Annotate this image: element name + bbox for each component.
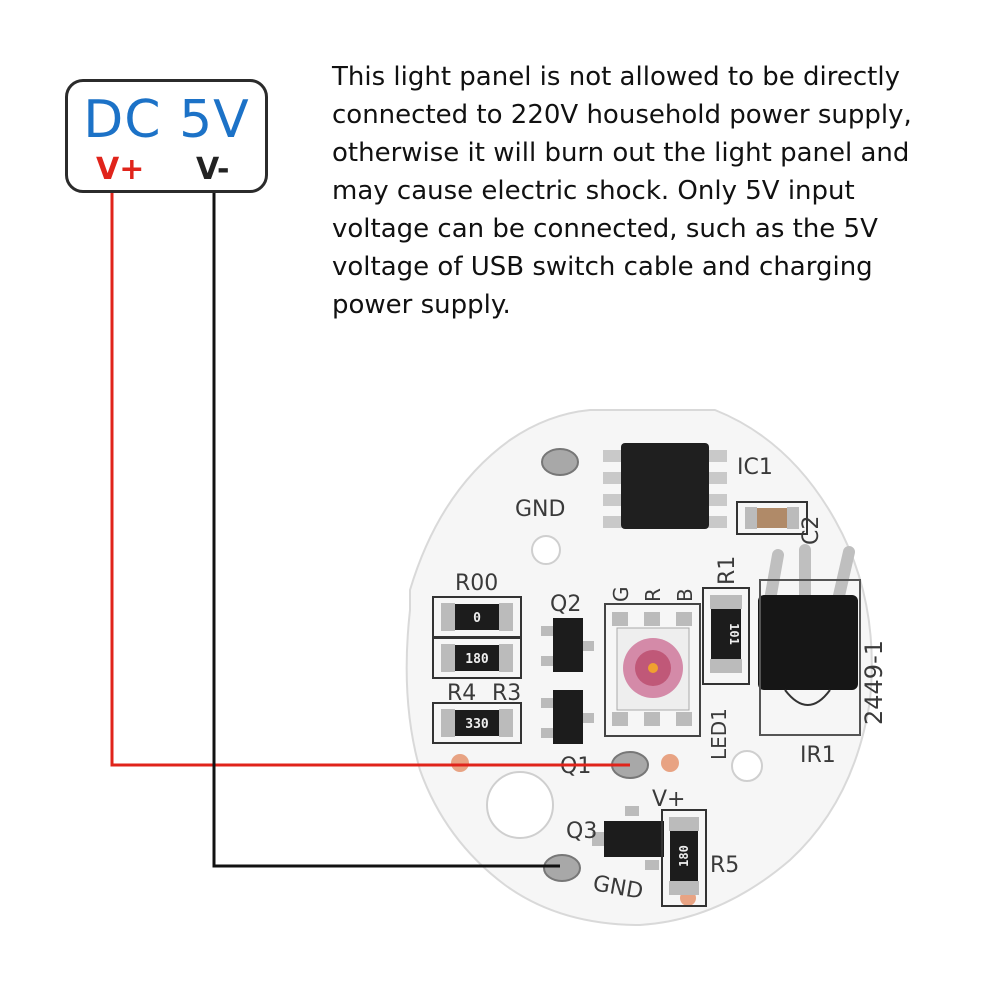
label-r4: R4 xyxy=(447,681,476,706)
marking-r3: 330 xyxy=(465,717,489,732)
gnd-pad-top xyxy=(541,448,579,476)
label-r3: R3 xyxy=(492,681,521,706)
label-vplus: V+ xyxy=(652,787,685,812)
positive-terminal-label: V+ xyxy=(96,152,145,187)
r3-resistor xyxy=(432,702,522,744)
pcb-board: IC1 C2 GND R00 Q2 G R B R1 2449-1 R4 R3 … xyxy=(405,409,888,927)
r00-resistor xyxy=(432,596,522,638)
positive-wire xyxy=(110,193,630,767)
label-gnd-top: GND xyxy=(515,497,565,522)
marking-r1: 101 xyxy=(727,623,741,645)
copper-pad xyxy=(661,754,679,772)
mount-hole xyxy=(531,535,561,565)
ic1-chip xyxy=(603,443,727,529)
warning-text: This light panel is not allowed to be di… xyxy=(332,62,912,320)
mount-hole xyxy=(486,771,554,839)
marking-r5: 180 xyxy=(677,845,691,867)
q2-transistor xyxy=(541,618,594,672)
label-part-no: 2449-1 xyxy=(860,640,888,725)
label-c2: C2 xyxy=(799,516,824,545)
negative-wire xyxy=(212,193,560,868)
ir1-receiver xyxy=(758,544,861,736)
label-ir1: IR1 xyxy=(800,743,836,768)
led1-rgb xyxy=(604,603,701,737)
q3-transistor xyxy=(592,806,664,870)
power-title: DC 5V xyxy=(83,90,250,150)
label-led1: LED1 xyxy=(707,708,731,760)
label-r: R xyxy=(641,588,665,602)
c2-capacitor xyxy=(736,501,808,535)
gnd-pad-bottom xyxy=(543,854,581,882)
q1-transistor xyxy=(541,690,594,744)
mount-hole xyxy=(731,750,763,782)
r1-resistor xyxy=(702,587,750,685)
r4-resistor xyxy=(432,637,522,679)
negative-terminal-label: V- xyxy=(196,152,230,187)
marking-r00: 0 xyxy=(473,611,481,626)
power-label-box: DC 5V V+ V- xyxy=(65,79,268,193)
r5-resistor xyxy=(661,809,707,907)
label-r5: R5 xyxy=(710,853,739,878)
label-ic1: IC1 xyxy=(737,455,773,480)
label-g: G xyxy=(609,587,633,603)
marking-r4: 180 xyxy=(465,652,489,667)
label-q3: Q3 xyxy=(566,819,597,844)
label-r1: R1 xyxy=(715,556,740,585)
label-b: B xyxy=(673,588,697,602)
label-q2: Q2 xyxy=(550,592,581,617)
label-r00: R00 xyxy=(455,571,498,596)
copper-pad xyxy=(451,754,469,772)
